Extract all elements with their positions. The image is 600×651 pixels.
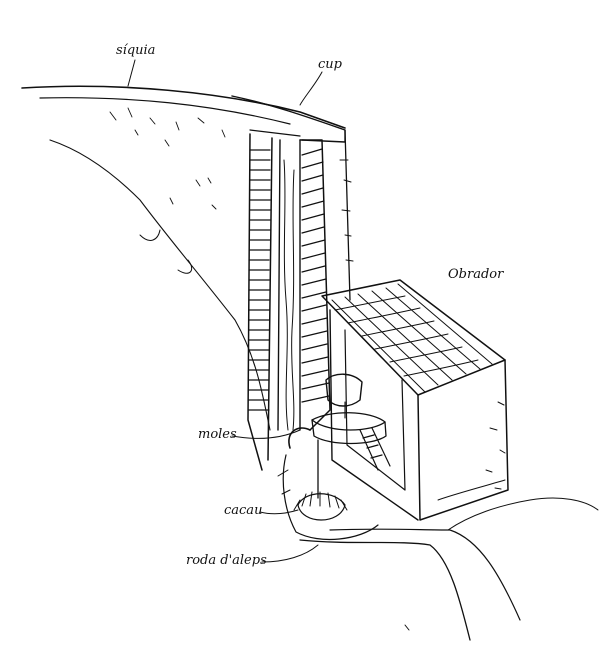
label-siquia: síquia (116, 43, 156, 58)
label-cacau: cacau (224, 503, 263, 518)
left-wall (247, 133, 273, 471)
label-roda-daleps: roda d'aleps (186, 553, 267, 568)
hillside (21, 85, 346, 431)
obrador-building (321, 279, 509, 521)
chute-cup (277, 139, 301, 431)
label-moles: moles (198, 427, 237, 442)
leader-lines (127, 59, 323, 563)
label-cup: cup (318, 57, 342, 72)
tailrace (299, 497, 599, 641)
water-wheel (277, 439, 379, 541)
channel (231, 95, 346, 143)
millstones (288, 373, 391, 471)
right-wall (299, 129, 354, 431)
label-obrador: Obrador (448, 267, 504, 282)
